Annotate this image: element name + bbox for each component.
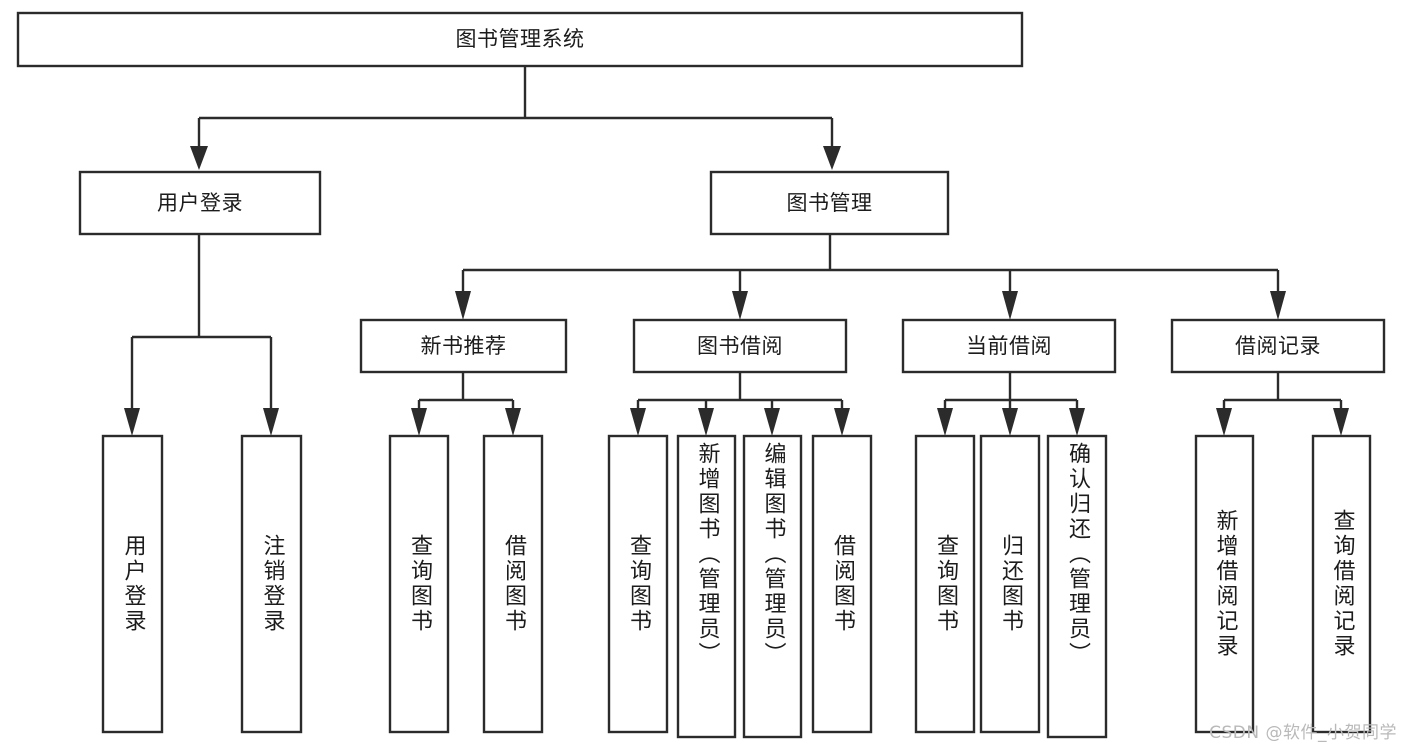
node-leaf-query-record-box[interactable] bbox=[1311, 434, 1372, 734]
arrowhead-leaf-logout bbox=[263, 408, 279, 436]
node-leaf-logout-box[interactable] bbox=[240, 434, 303, 734]
arrowhead-user-login bbox=[190, 146, 208, 170]
arrowhead-leaf-query-book-3 bbox=[937, 408, 953, 436]
node-leaf-return-book-box[interactable] bbox=[979, 434, 1041, 734]
arrowhead-leaf-confirm-return bbox=[1069, 408, 1085, 436]
arrowhead-leaf-return-book bbox=[1002, 408, 1018, 436]
csdn-watermark: CSDN @软件_小贺同学 bbox=[1209, 723, 1397, 743]
node-leaf-edit-book-box[interactable] bbox=[742, 434, 803, 739]
node-leaf-add-record-box[interactable] bbox=[1194, 434, 1255, 734]
node-leaf-borrow-book-2-box[interactable] bbox=[811, 434, 873, 734]
arrowhead-new-book-rec bbox=[455, 291, 471, 320]
node-user-login-box[interactable] bbox=[78, 170, 322, 236]
node-leaf-query-book-2-box[interactable] bbox=[607, 434, 669, 734]
arrowhead-book-borrow bbox=[732, 291, 748, 320]
node-leaf-confirm-return-box[interactable] bbox=[1046, 434, 1108, 739]
node-current-borrow-box[interactable] bbox=[901, 318, 1117, 374]
node-root-box[interactable] bbox=[16, 11, 1024, 68]
node-leaf-user-login-box[interactable] bbox=[101, 434, 164, 734]
node-new-book-rec-box[interactable] bbox=[359, 318, 568, 374]
arrowhead-leaf-add-book bbox=[698, 408, 714, 436]
arrowhead-leaf-borrow-book-1 bbox=[505, 408, 521, 436]
node-borrow-record-box[interactable] bbox=[1170, 318, 1386, 374]
arrowhead-leaf-add-record bbox=[1216, 408, 1232, 436]
arrowhead-leaf-borrow-book-2 bbox=[834, 408, 850, 436]
arrowhead-borrow-record bbox=[1270, 291, 1286, 320]
node-book-manage-box[interactable] bbox=[709, 170, 950, 236]
arrowhead-leaf-user-login bbox=[124, 408, 140, 436]
node-leaf-query-book-1-box[interactable] bbox=[388, 434, 450, 734]
arrowhead-leaf-query-record bbox=[1333, 408, 1349, 436]
node-leaf-borrow-book-1-box[interactable] bbox=[482, 434, 544, 734]
arrowhead-current-borrow bbox=[1002, 291, 1018, 320]
arrowhead-book-manage bbox=[823, 146, 841, 170]
node-leaf-query-book-3-box[interactable] bbox=[914, 434, 976, 734]
node-leaf-add-book-box[interactable] bbox=[676, 434, 737, 739]
arrowhead-leaf-query-book-2 bbox=[630, 408, 646, 436]
arrowhead-leaf-edit-book bbox=[764, 408, 780, 436]
arrowhead-leaf-query-book-1 bbox=[411, 408, 427, 436]
node-book-borrow-box[interactable] bbox=[632, 318, 848, 374]
